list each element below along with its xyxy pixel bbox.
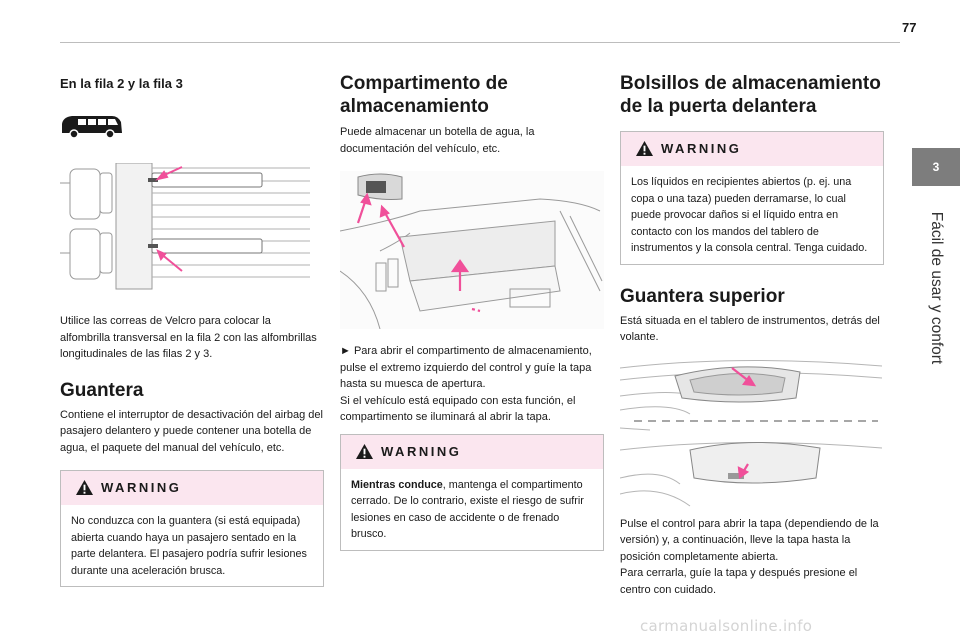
chapter-title: Fácil de usar y confort xyxy=(928,211,945,365)
door-pockets-warning: WARNING Los líquidos en recipientes abie… xyxy=(620,131,884,265)
page-number: 77 xyxy=(902,20,917,35)
door-pockets-title: Bolsillos de almacenamiento de la puerta… xyxy=(620,73,881,117)
header-rule xyxy=(60,42,900,43)
van-icon xyxy=(60,113,324,139)
warning-label: WARNING xyxy=(381,443,462,459)
upper-glovebox-close: Para cerrarla, guíe la tapa y después pr… xyxy=(620,567,858,596)
upper-glovebox-title: Guantera superior xyxy=(620,285,785,307)
glovebox-text: Contiene el interruptor de desactivación… xyxy=(60,408,323,454)
chapter-tab[interactable]: 3 xyxy=(912,148,960,186)
upper-glovebox-diagram xyxy=(619,358,884,510)
warning-label: WARNING xyxy=(101,480,182,495)
warning-icon xyxy=(356,443,373,459)
storage-diagram xyxy=(339,171,604,330)
step-text: Para abrir el compartimento de almacenam… xyxy=(340,345,592,390)
glovebox-warning: WARNING No conduzca con la guantera (si … xyxy=(60,470,324,587)
mat-diagram xyxy=(60,162,324,293)
row-heading: En la fila 2 y la fila 3 xyxy=(60,76,183,91)
row-mat-text: Utilice las correas de Velcro para coloc… xyxy=(60,315,317,360)
storage-intro: Puede almacenar un botella de agua, la d… xyxy=(340,126,535,155)
storage-note: Si el vehículo está equipado con esta fu… xyxy=(340,394,576,424)
storage-warning: WARNING Mientras conduce, mantenga el co… xyxy=(340,433,604,551)
storage-step: ► Para abrir el compartimento de almacen… xyxy=(340,343,604,393)
column-2: Compartimento de almacenamiento Puede al… xyxy=(339,64,604,551)
glovebox-title: Guantera xyxy=(60,379,144,401)
warning-text: No conduzca con la guantera (si está equ… xyxy=(71,515,307,577)
warning-icon xyxy=(76,479,93,496)
warning-label: WARNING xyxy=(661,141,742,156)
column-1: En la fila 2 y la fila 3 xyxy=(60,64,324,587)
upper-glovebox-location: Está situada en el tablero de instrument… xyxy=(620,314,880,344)
column-3: Bolsillos de almacenamiento de la puerta… xyxy=(619,64,884,598)
upper-glovebox-open: Pulse el control para abrir la tapa (dep… xyxy=(620,517,879,563)
watermark: carmanualsonline.info xyxy=(640,617,813,635)
warning-icon xyxy=(636,140,653,157)
warning-text: Los líquidos en recipientes abiertos (p.… xyxy=(631,176,868,254)
warning-text: Mientras conduce, mantenga el compartime… xyxy=(351,478,584,541)
storage-title: Compartimento de almacenamiento xyxy=(340,73,508,117)
step-arrow: ► xyxy=(340,345,351,357)
